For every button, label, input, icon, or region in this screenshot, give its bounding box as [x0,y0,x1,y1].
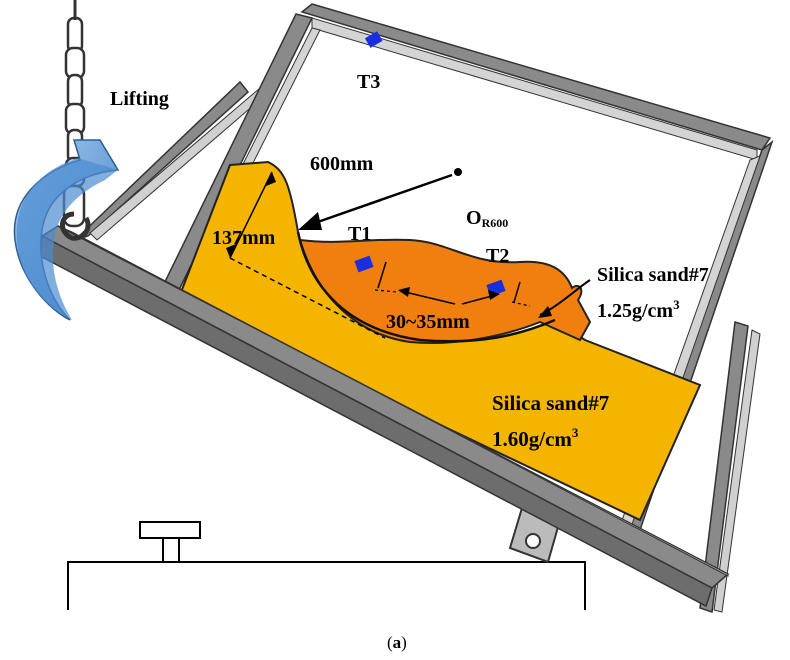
lifting-label: Lifting [110,88,169,110]
upper-density-exponent: 3 [673,297,680,312]
figure-caption: (a) [387,633,407,652]
origin-subscript: R600 [482,216,509,230]
radius-label: 600mm [310,153,374,175]
lower-sand-density: 1.60g/cm3 [492,425,579,451]
base-table [67,521,586,610]
upper-density-value: 1.25g/cm [597,300,673,322]
upper-sand-density: 1.25g/cm3 [597,297,680,322]
right-support-strut [699,321,761,614]
origin-main: O [466,207,482,229]
sensor-t3 [364,31,383,48]
t1-label: T1 [348,223,371,245]
table-knob-top [139,521,201,539]
t3-label: T3 [357,71,380,93]
upper-sand-name: Silica sand#7 [597,264,709,286]
radius-arrow-head [298,212,322,230]
thickness-label: 30~35mm [386,311,470,333]
t2-label: T2 [486,245,509,267]
lower-sand-name: Silica sand#7 [492,391,609,415]
lower-density-exponent: 3 [572,425,579,440]
circle-center-dot [454,168,462,176]
caption-letter: a [393,633,402,652]
sensor-t1 [354,255,374,273]
hinge-pin [525,533,541,549]
table-knob-stem [162,537,180,563]
lower-density-value: 1.60g/cm [492,427,572,451]
hook [60,211,91,241]
depth-label: 137mm [212,227,276,249]
origin-label: OR600 [466,207,508,230]
